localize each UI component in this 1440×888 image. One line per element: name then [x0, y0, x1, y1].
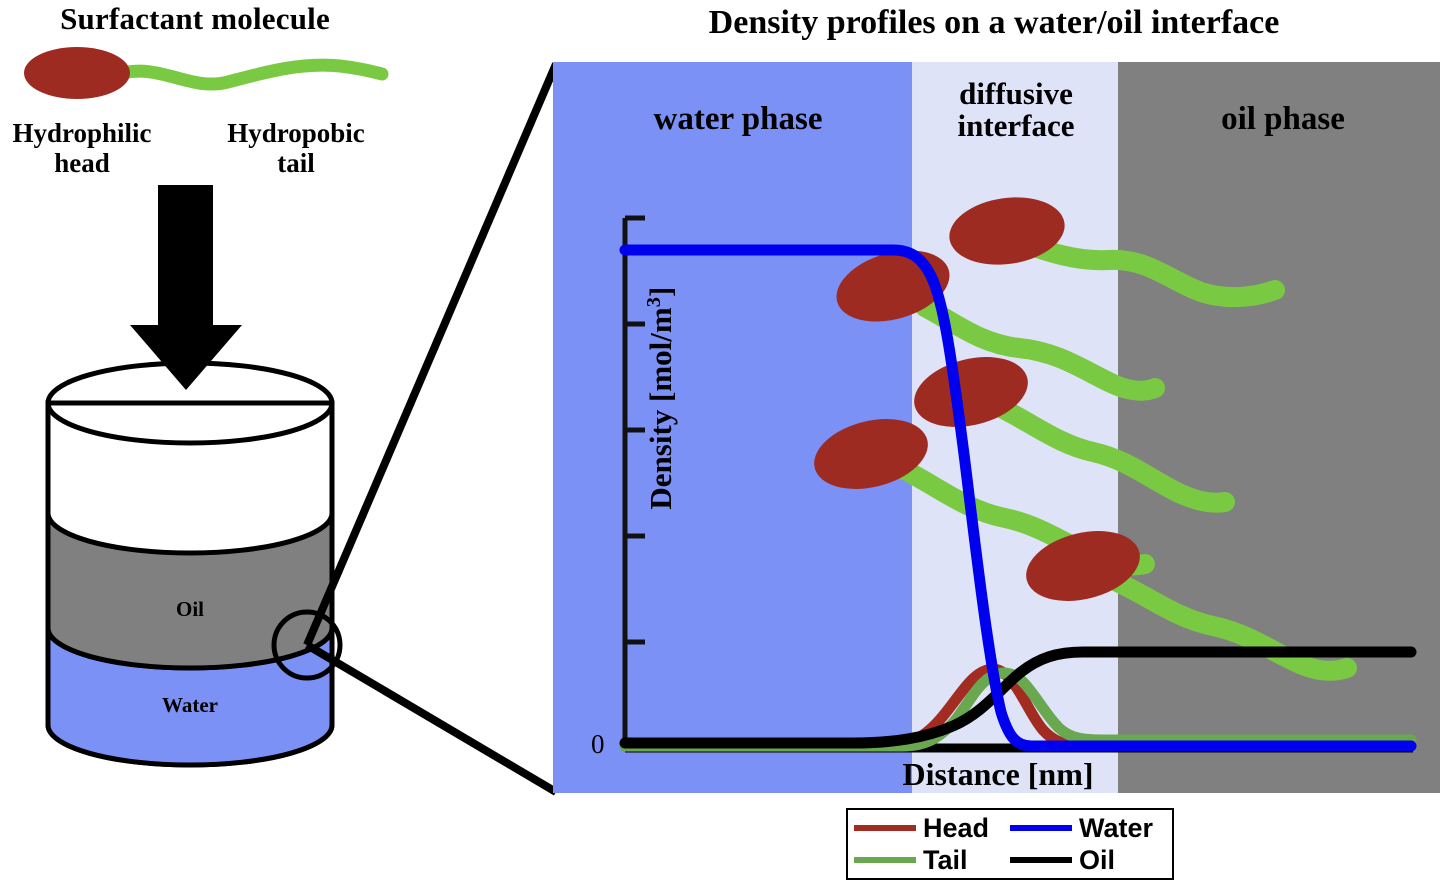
- surfactant-markers-layer: [814, 197, 1357, 681]
- y-axis-ticks: [625, 215, 645, 645]
- beaker-illustration: [45, 185, 343, 768]
- legend-item-water: Water: [1010, 812, 1166, 843]
- phase-label-interface: diffusive interface: [957, 76, 1075, 144]
- water-density-curve: [619, 244, 1417, 752]
- surfactant-molecule-illustration: [24, 47, 389, 99]
- legend-swatch-tail: [854, 857, 916, 863]
- y-axis-zero-tick-label: 0: [591, 729, 605, 759]
- surfactant-marker: [949, 197, 1285, 308]
- y-axis-title-suffix: ]: [643, 286, 679, 298]
- phase-band-oil: [1118, 62, 1440, 793]
- legend-swatch-head: [854, 825, 916, 831]
- surfactant-marker: [914, 357, 1235, 513]
- legend-swatch-oil: [1010, 857, 1072, 863]
- legend-swatch-water: [1010, 825, 1072, 831]
- density-profile-plot: water phase diffusive interface oil phas…: [553, 62, 1440, 793]
- phase-label-oil: oil phase: [1221, 101, 1345, 137]
- legend-item-oil: Oil: [1010, 844, 1166, 875]
- tail-density-curve: [619, 667, 1417, 752]
- phase-label-water: water phase: [653, 101, 823, 137]
- chart-title: Density profiles on a water/oil interfac…: [708, 4, 1280, 41]
- surfactant-molecule-title: Surfactant molecule: [60, 1, 330, 36]
- beaker-water-label: Water: [162, 693, 218, 717]
- surfactant-head-ellipse: [24, 47, 130, 99]
- oil-density-curve: [619, 646, 1417, 749]
- y-axis-title: Density [mol/m3]: [643, 248, 679, 548]
- chart-legend: Head Water Tail Oil: [846, 808, 1174, 880]
- down-arrow-icon: [130, 185, 242, 390]
- legend-item-tail: Tail: [854, 844, 1010, 875]
- beaker-oil-label: Oil: [175, 597, 204, 621]
- legend-label-oil: Oil: [1079, 844, 1116, 875]
- surfactant-marker: [1026, 531, 1357, 681]
- legend-label-head: Head: [923, 812, 990, 843]
- hydrophilic-head-label: Hydrophilic head: [12, 118, 152, 179]
- y-axis-title-prefix: Density [mol/m: [643, 307, 679, 510]
- legend-item-head: Head: [854, 812, 1010, 843]
- legend-label-tail: Tail: [923, 844, 968, 875]
- surfactant-tail-squiggle: [111, 58, 389, 91]
- x-axis-title: Distance [nm]: [902, 756, 1094, 792]
- legend-label-water: Water: [1079, 812, 1154, 843]
- hydrophobic-tail-label: Hydropobic tail: [227, 118, 365, 179]
- plot-curves-layer: [619, 215, 1417, 753]
- y-axis-title-exponent: 3: [642, 297, 665, 308]
